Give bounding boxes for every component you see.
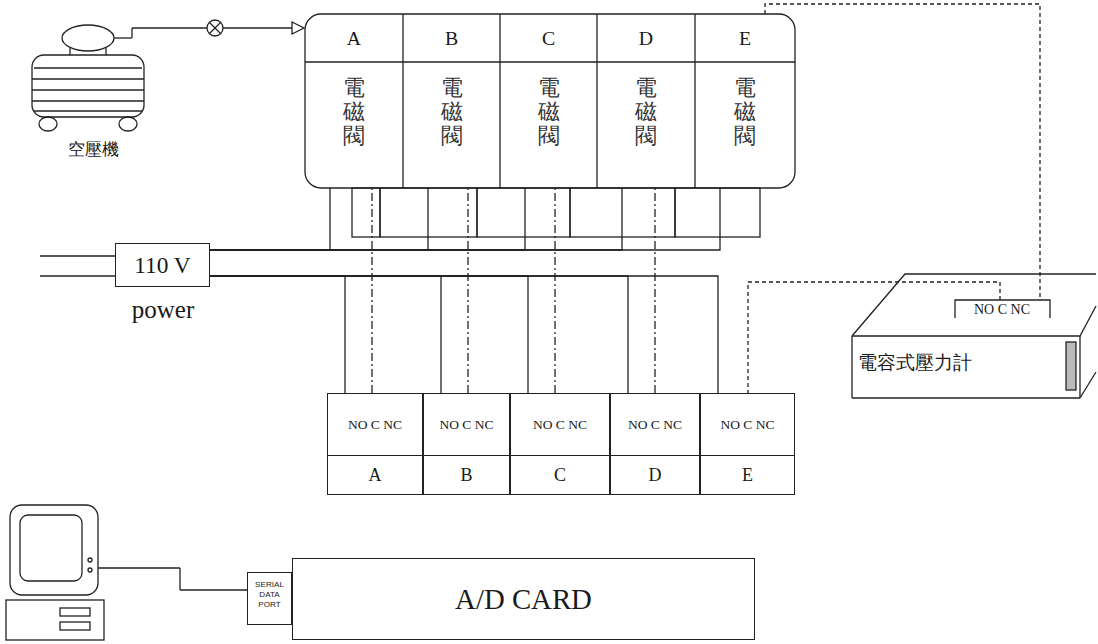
motor	[62, 25, 114, 51]
relay-text: NO C NC	[611, 394, 699, 456]
power-label: power	[108, 296, 218, 324]
signal-wire	[554, 188, 555, 393]
relay-text: NO C NC	[424, 394, 509, 456]
power-wire	[210, 276, 345, 393]
valve-text: A	[305, 14, 403, 62]
wheel	[39, 117, 57, 131]
power-wire	[210, 276, 441, 393]
air-pipe	[132, 27, 207, 28]
valve-box: E 電磁閥	[695, 14, 795, 188]
power-wire	[210, 276, 718, 393]
air-pipe	[223, 27, 292, 28]
relay-box: NO C NCE	[700, 393, 795, 495]
valve-text: 電磁閥	[343, 76, 365, 149]
relay-text: NO C NC	[511, 394, 609, 456]
device-label: 空壓機	[48, 138, 138, 161]
cable	[180, 589, 247, 590]
relay-terminal-panel	[955, 300, 1050, 318]
pressure-gauge-housing	[852, 274, 1096, 398]
signal-wire	[467, 188, 468, 393]
valve-terminal	[477, 188, 570, 237]
valve-box: D 電磁閥	[597, 14, 695, 188]
signal-wire	[765, 4, 1040, 300]
valve-text: 電磁閥	[635, 76, 657, 149]
valve-manifold	[305, 14, 795, 237]
power-wire	[210, 276, 628, 393]
signal-wire	[748, 282, 1000, 393]
relay-text: C	[511, 456, 609, 495]
power-wire	[210, 188, 330, 250]
power-text: 110 V	[116, 244, 209, 286]
valve-box: C 電磁閥	[500, 14, 597, 188]
tank	[32, 55, 144, 117]
port-box: SERIAL DATA PORT	[247, 572, 292, 625]
relay-box: NO C NCB	[423, 393, 510, 495]
port-text: SERIAL DATA PORT	[248, 573, 291, 610]
card-text: A/D CARD	[293, 559, 754, 639]
power-wire	[210, 188, 525, 250]
valve-terminal	[675, 188, 760, 237]
relay-text: NO C NC	[328, 394, 422, 456]
power-wire	[210, 188, 622, 250]
gauge-text: 電容式壓力計	[858, 353, 1058, 374]
valve-terminal	[352, 188, 380, 237]
cable	[98, 567, 180, 568]
relay-text: A	[328, 456, 422, 495]
valve-text: 電磁閥	[538, 76, 560, 149]
relay-text: NO C NC	[701, 394, 794, 456]
signal-wire	[654, 188, 655, 393]
valve-box: B 電磁閥	[403, 14, 500, 188]
valve-text: 電磁閥	[441, 76, 463, 149]
gauge-text: NO C NC	[956, 302, 1048, 317]
arrow-head	[292, 22, 304, 34]
valve-text: 電磁閥	[734, 76, 756, 149]
relay-box: NO C NCA	[327, 393, 423, 495]
relay-box: NO C NCD	[610, 393, 700, 495]
gauge-box: NO C NC 電容式壓力計	[852, 300, 1080, 398]
valve-box: A 電磁閥	[305, 14, 403, 188]
power-wire	[210, 276, 528, 393]
display	[1066, 342, 1076, 390]
valve-text: D	[597, 14, 695, 62]
wheel	[119, 117, 137, 131]
power-leads	[40, 256, 115, 276]
valve-text: B	[403, 14, 500, 62]
valve-text: C	[500, 14, 597, 62]
card-box: A/D CARD	[292, 558, 755, 640]
screen	[20, 515, 82, 581]
relay-text: D	[611, 456, 699, 495]
computer	[6, 505, 298, 640]
power-wire	[210, 188, 720, 250]
air-compressor	[32, 20, 304, 131]
power-box: 110 V	[115, 243, 210, 287]
relay-box: NO C NCC	[510, 393, 610, 495]
power-wire	[210, 188, 428, 250]
relay-text: B	[424, 456, 509, 495]
monitor	[10, 505, 98, 595]
valve-symbol	[207, 20, 223, 36]
relay-text: E	[701, 456, 794, 495]
pc-base	[6, 600, 104, 640]
valve-text: E	[695, 14, 795, 62]
signal-wire	[371, 188, 372, 393]
